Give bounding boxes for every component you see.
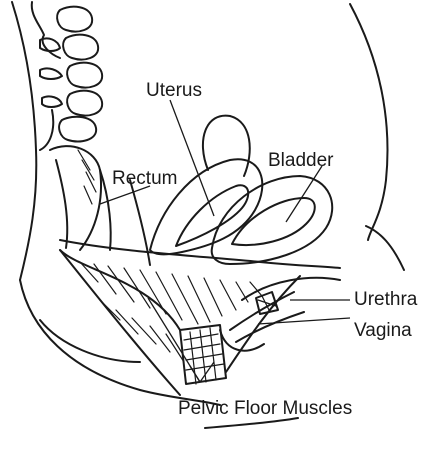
body-outline-front — [350, 4, 404, 270]
lower-openings — [220, 278, 340, 351]
leader-vagina — [258, 318, 350, 324]
spine — [12, 2, 102, 280]
label-urethra: Urethra — [354, 289, 418, 310]
leader-bladder — [286, 166, 322, 222]
label-rectum: Rectum — [112, 168, 177, 189]
label-uterus: Uterus — [146, 80, 202, 101]
leader-pelvic-floor-3 — [200, 362, 214, 382]
label-vagina: Vagina — [354, 320, 412, 341]
label-bladder: Bladder — [268, 150, 334, 171]
perineal-body — [180, 325, 226, 384]
leader-uterus — [170, 100, 214, 216]
pelvic-floor-muscles — [60, 240, 340, 395]
label-pelvic-floor-muscles: Pelvic Floor Muscles — [178, 398, 352, 419]
